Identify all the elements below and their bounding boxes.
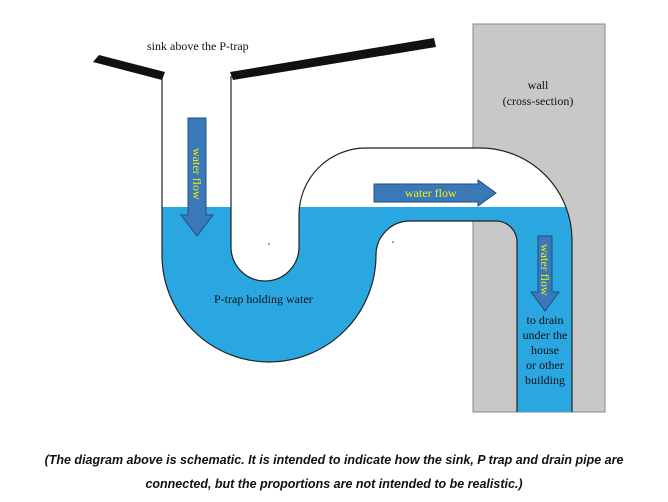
flow-arrow-drain <box>530 235 560 312</box>
trap-label: P-trap holding water <box>214 292 313 306</box>
sink-left-edge <box>93 55 165 80</box>
wall-sublabel: (cross-section) <box>503 94 574 108</box>
drain-label-line: house <box>531 343 559 357</box>
pipe-inner-wall <box>230 76 573 412</box>
sink-label: sink above the P-trap <box>147 39 249 53</box>
flow-label-down: water flow <box>190 148 204 200</box>
trap-water <box>162 207 572 412</box>
drain-label-line: under the <box>523 328 568 342</box>
speck <box>392 241 394 243</box>
caption-line: connected, but the proportions are not i… <box>145 477 523 491</box>
pipe-outer-wall <box>161 76 518 412</box>
flow-label-drain: water flow <box>538 244 552 296</box>
drain-label-line: to drain <box>527 313 564 327</box>
drain-label-line: or other <box>526 358 564 372</box>
sink-right-edge <box>230 38 436 80</box>
diagram-caption: (The diagram above is schematic. It is i… <box>0 448 668 496</box>
wall-label: wall <box>528 78 549 92</box>
flow-arrow-down <box>179 117 215 237</box>
caption-line: (The diagram above is schematic. It is i… <box>44 453 624 467</box>
drain-label-line: building <box>525 373 565 387</box>
flow-label-across: water flow <box>405 186 457 200</box>
speck <box>268 243 270 245</box>
flow-arrow-across <box>373 179 497 207</box>
